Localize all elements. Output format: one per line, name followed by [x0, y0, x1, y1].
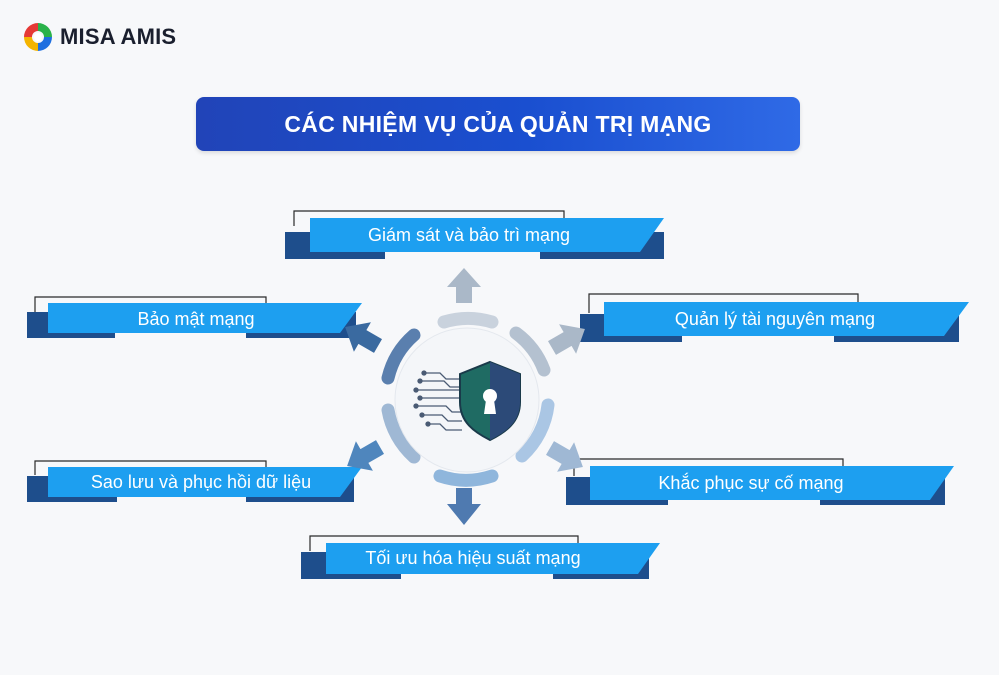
brand-logo-icon: [24, 23, 52, 51]
brand-logo-text: MISA AMIS: [60, 24, 177, 49]
task-banner-troubleshooting: [566, 458, 954, 505]
arrow-down-icon: [447, 488, 481, 525]
page-title: CÁC NHIỆM VỤ CỦA QUẢN TRỊ MẠNG: [284, 110, 712, 137]
circuit-lines: [413, 370, 462, 431]
arrow-up-icon: [447, 268, 481, 303]
task-label-security: Bảo mật mạng: [137, 309, 255, 329]
task-banner-resources: [580, 293, 969, 342]
task-label-monitoring: Giám sát và bảo trì mạng: [367, 225, 571, 245]
center-ring: [381, 311, 555, 487]
task-banner-optimization: [301, 535, 660, 579]
task-label-optimization: Tối ưu hóa hiệu suất mạng: [365, 548, 581, 568]
task-label-resources: Quản lý tài nguyên mạng: [674, 309, 876, 329]
title-banner: CÁC NHIỆM VỤ CỦA QUẢN TRỊ MẠNG: [196, 97, 800, 151]
shield-keyhole-icon: [459, 360, 521, 442]
arrow-lower-right-icon: [546, 441, 583, 472]
arrow-upper-right-icon: [548, 324, 585, 355]
arrow-upper-left-icon: [345, 322, 382, 353]
task-label-backup: Sao lưu và phục hồi dữ liệu: [90, 472, 312, 492]
task-banner-security: [27, 296, 362, 338]
arrow-lower-left-icon: [347, 440, 384, 471]
task-label-troubleshooting: Khắc phục sự cố mạng: [658, 473, 844, 493]
brand-logo: MISA AMIS: [22, 20, 176, 54]
task-banner-backup: [27, 460, 362, 502]
task-banner-monitoring: [285, 210, 664, 259]
